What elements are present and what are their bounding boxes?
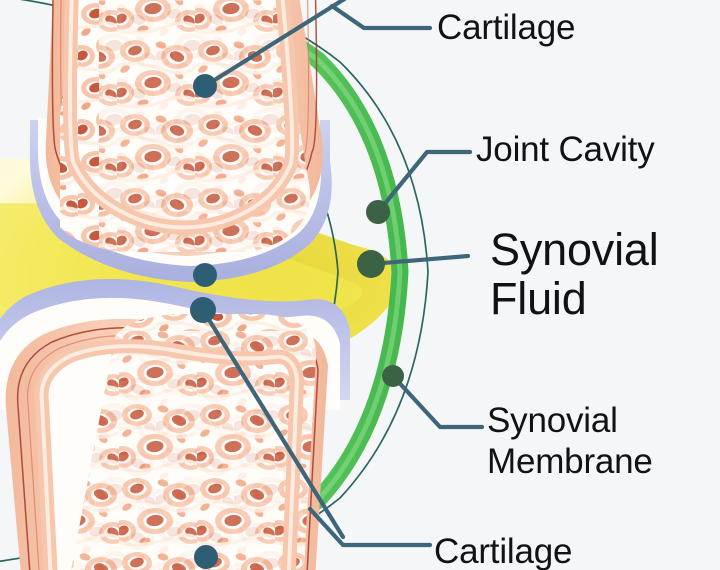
leader-cartilage-bottom (200, 307, 346, 540)
label-cartilage-bottom: Cartilage (434, 532, 573, 570)
leader-cartilage-top-b (329, 3, 433, 31)
label-joint-cavity: Joint Cavity (476, 130, 655, 169)
label-cartilage-top: Cartilage (437, 8, 576, 47)
label-synovial-fluid-line1: Synovial (490, 224, 659, 275)
leader-synovial-fluid (368, 253, 471, 267)
leader-dots (190, 74, 404, 569)
leader-lines (200, 0, 485, 548)
dot-cartilage-top (193, 74, 217, 98)
dot-synovial-membrane (382, 365, 404, 387)
label-synovial-membrane: Synovial Membrane (487, 400, 653, 483)
dot-cartilage-bottom (190, 297, 216, 323)
leader-cartilage-bottom-b (307, 506, 433, 548)
leader-joint-cavity (375, 149, 473, 215)
dot-synovial-fluid (357, 250, 385, 278)
dot-joint-cavity (366, 200, 390, 224)
dot-cartilage-bottom-low (194, 545, 218, 569)
label-synovial-fluid-line2: Fluid (490, 272, 587, 324)
label-synovial-membrane-line1: Synovial (487, 401, 618, 440)
dot-cartilage-upper-base (193, 263, 217, 287)
upper-bone (29, 0, 332, 282)
leader-cartilage-top (202, 0, 347, 89)
leader-synovial-membrane (390, 373, 485, 430)
label-synovial-membrane-line2: Membrane (487, 442, 653, 482)
label-synovial-fluid: Synovial Fluid (490, 224, 659, 324)
